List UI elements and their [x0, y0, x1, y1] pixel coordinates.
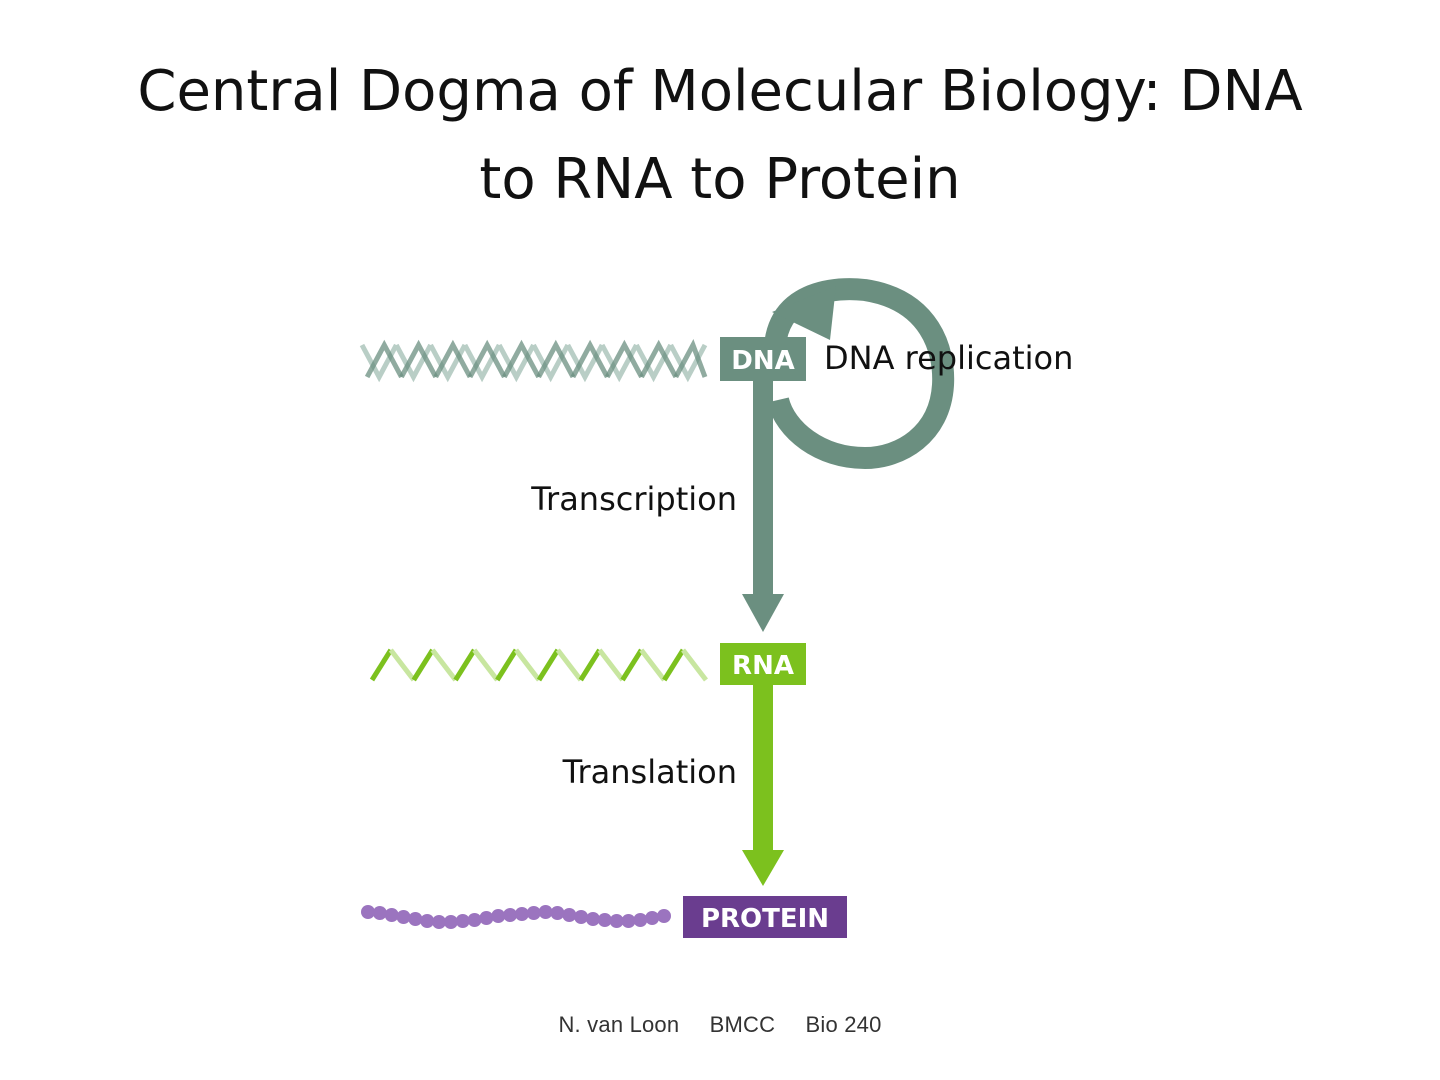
rna-label-box: RNA	[720, 643, 806, 685]
dna-strand-segment	[467, 339, 507, 379]
amino-acid-bead	[420, 914, 435, 928]
amino-acid-bead	[574, 910, 589, 924]
amino-acid-bead	[372, 906, 387, 920]
amino-acid-bead	[526, 906, 541, 920]
transcription-arrow	[742, 380, 784, 632]
replication-loop-arrow	[763, 278, 955, 470]
dna-helix	[359, 338, 708, 383]
amino-acid-bead	[361, 905, 375, 919]
dna-strand-segment	[399, 339, 438, 379]
protein-chain	[361, 905, 671, 929]
footer: N. van Loon BMCC Bio 240	[0, 1012, 1440, 1038]
rna-strand-segment	[514, 648, 541, 682]
rna-strand-segment	[472, 648, 500, 682]
amino-acid-bead	[562, 908, 577, 922]
amino-acid-bead	[443, 915, 458, 929]
amino-acid-bead	[514, 907, 529, 921]
amino-acid-bead	[384, 908, 399, 922]
footer-course: Bio 240	[805, 1012, 882, 1037]
rna-strand-segment	[536, 648, 560, 682]
rna-strand-segment	[662, 648, 686, 682]
amino-acid-bead	[621, 914, 636, 928]
amino-acid-bead	[479, 911, 494, 925]
amino-acid-bead	[585, 912, 600, 926]
rna-strand-segment	[430, 648, 458, 682]
rna-strand-segment	[620, 648, 644, 682]
dna-strand-segment	[364, 339, 404, 379]
rna-strand	[369, 648, 708, 682]
amino-acid-bead	[455, 914, 470, 928]
dna-strand-segment	[570, 339, 610, 379]
rna-strand-segment	[495, 648, 519, 682]
amino-acid-bead	[609, 914, 624, 928]
rna-strand-segment	[388, 648, 416, 682]
translation-arrow	[742, 684, 784, 886]
dna-label-box: DNA	[720, 337, 806, 381]
transcription-label: Transcription	[530, 480, 737, 518]
footer-institution: BMCC	[709, 1012, 776, 1037]
amino-acid-bead	[503, 908, 518, 922]
amino-acid-bead	[645, 911, 660, 925]
rna-strand-segment	[555, 648, 583, 682]
rna-strand-segment	[597, 648, 625, 682]
protein-label: PROTEIN	[701, 904, 829, 934]
amino-acid-bead	[633, 913, 648, 927]
dna-label: DNA	[731, 346, 794, 376]
translation-label: Translation	[562, 753, 737, 791]
amino-acid-bead	[538, 905, 553, 919]
rna-label: RNA	[732, 651, 794, 681]
dna-strand-segment	[605, 339, 644, 379]
amino-acid-bead	[550, 906, 565, 920]
dna-strand-segment	[502, 339, 541, 379]
protein-label-box: PROTEIN	[683, 896, 847, 938]
rna-strand-segment	[681, 648, 708, 682]
dna-strand-segment	[536, 339, 576, 379]
dna-strand-segment	[639, 339, 679, 379]
dna-strand-segment	[433, 339, 473, 379]
dna-strand-segment	[673, 338, 708, 379]
page-title: Central Dogma of Molecular Biology: DNA …	[60, 48, 1380, 224]
amino-acid-bead	[491, 909, 506, 923]
amino-acid-bead	[467, 913, 482, 927]
rna-strand-segment	[453, 648, 477, 682]
title-line-1: Central Dogma of Molecular Biology: DNA	[137, 59, 1303, 124]
amino-acid-bead	[432, 915, 447, 929]
amino-acid-bead	[408, 912, 423, 926]
amino-acid-bead	[396, 910, 411, 924]
amino-acid-bead	[597, 913, 612, 927]
rna-strand-segment	[578, 648, 602, 682]
replication-label: DNA replication	[824, 339, 1073, 377]
rna-strand-segment	[411, 648, 435, 682]
rna-strand-segment	[369, 648, 393, 682]
amino-acid-bead	[657, 909, 671, 923]
title-line-2: to RNA to Protein	[479, 147, 961, 212]
rna-strand-segment	[639, 648, 667, 682]
footer-author: N. van Loon	[558, 1012, 680, 1037]
